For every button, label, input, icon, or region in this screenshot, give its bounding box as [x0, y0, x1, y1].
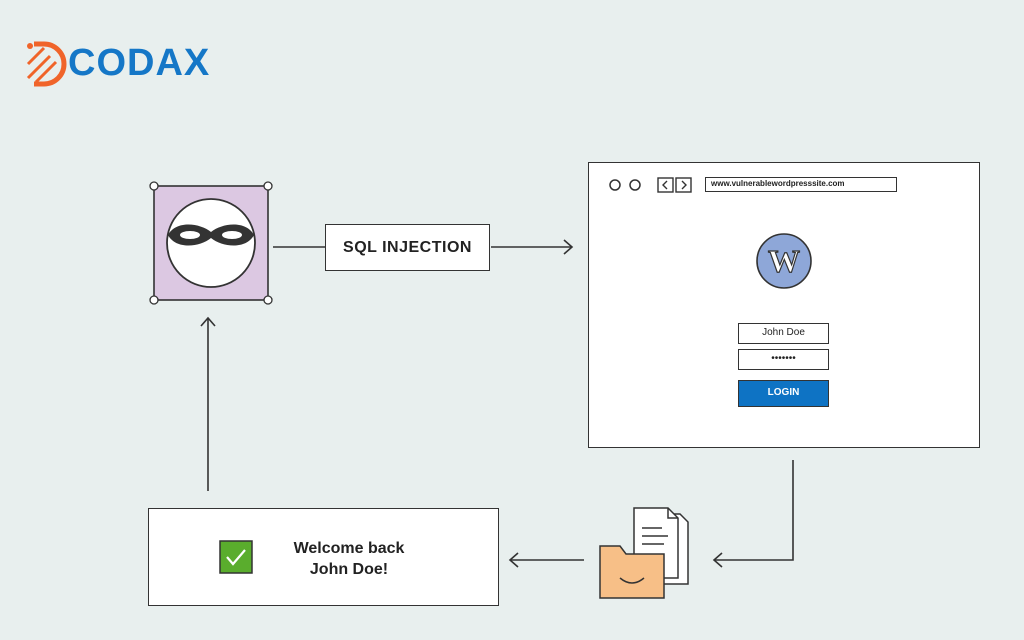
address-bar[interactable]: www.vulnerablewordpresssite.com [705, 177, 897, 192]
login-success-box: Welcome back John Doe! [148, 508, 499, 606]
masked-hacker-icon [149, 181, 273, 305]
checkbox-check-icon [219, 540, 253, 574]
window-controls-icon [609, 179, 641, 191]
folder-documents-icon [598, 506, 690, 600]
sql-injection-label: SQL INJECTION [325, 224, 490, 271]
username-field[interactable]: John Doe [738, 323, 829, 344]
welcome-line-1: Welcome back [293, 540, 405, 557]
attacker-node [148, 180, 274, 306]
browser-window: www.vulnerablewordpresssite.com W John D… [588, 162, 980, 448]
welcome-line-2: John Doe! [309, 561, 389, 578]
password-field[interactable]: ••••••• [738, 349, 829, 370]
login-button[interactable]: LOGIN [738, 380, 829, 407]
brand-logo: CODAX [22, 38, 222, 90]
welcome-message: Welcome back John Doe! [269, 538, 429, 580]
wordpress-logo-icon: W [755, 232, 813, 290]
brand-name: CODAX [68, 42, 211, 84]
site-logo-letter: W [768, 243, 800, 279]
back-forward-icon[interactable] [657, 177, 693, 193]
codax-logo-icon [26, 41, 67, 87]
